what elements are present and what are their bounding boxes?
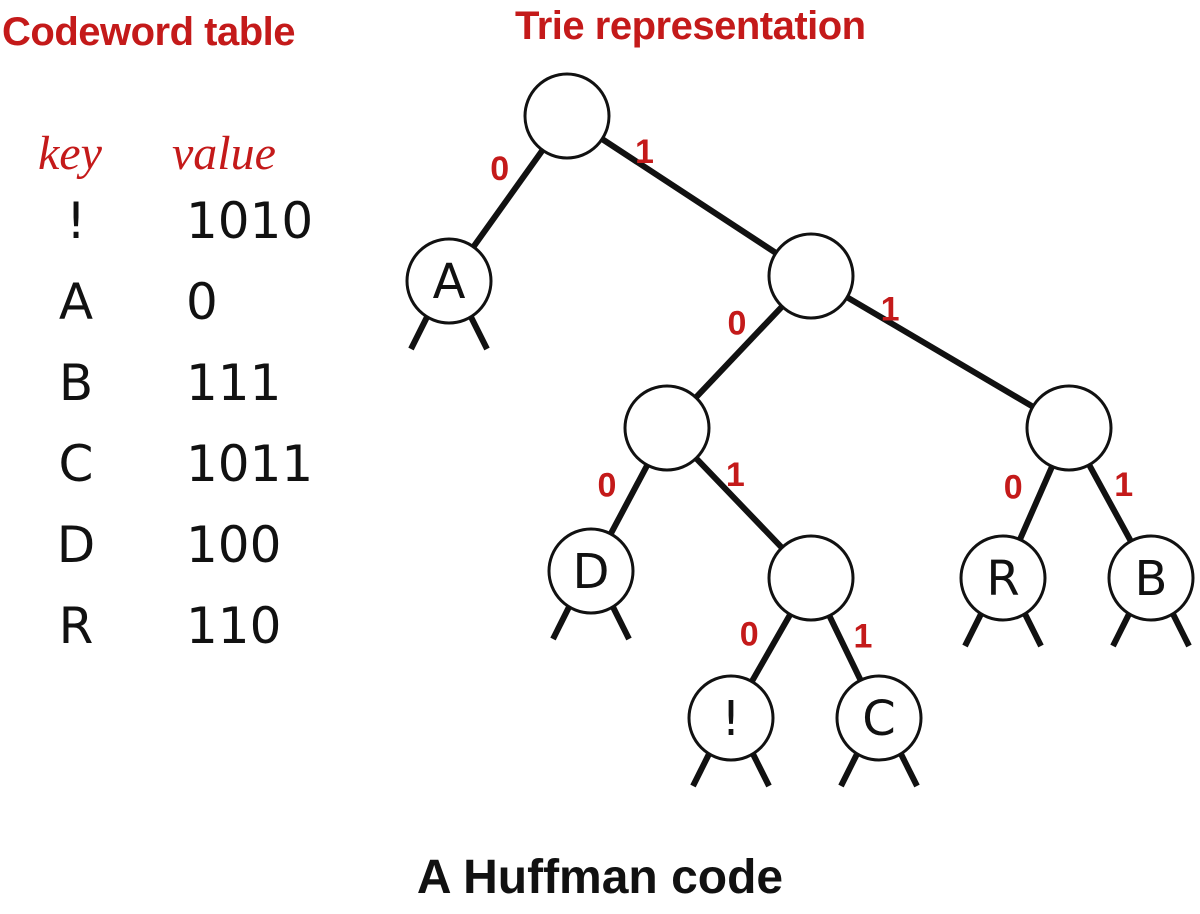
table-value-cell: 0 <box>186 273 218 331</box>
edge-bit-label: 0 <box>728 304 747 342</box>
trie-edge <box>692 454 786 552</box>
trie-node-label: D <box>573 544 610 600</box>
table-key-cell: D <box>56 516 96 574</box>
null-link-stub <box>468 315 490 351</box>
table-key-cell: B <box>58 354 94 412</box>
edge-bit-label: 1 <box>854 618 873 656</box>
trie-node-label: R <box>986 551 1019 607</box>
null-link-stub <box>610 605 632 641</box>
trie-edge <box>748 611 794 685</box>
trie-node-label: ! <box>721 691 740 747</box>
trie-node-label: C <box>862 691 896 747</box>
trie-edge <box>607 461 651 538</box>
edge-bit-label: 0 <box>1004 469 1023 507</box>
trie-title: Trie representation <box>515 4 866 48</box>
null-link-stub <box>1110 612 1132 648</box>
table-key-cell: C <box>58 435 94 493</box>
key-column-header: key <box>38 127 102 180</box>
trie-internal-node <box>623 384 711 472</box>
trie-edge <box>843 293 1037 411</box>
table-value-cell: 111 <box>186 354 282 412</box>
trie-internal-node <box>523 72 611 160</box>
edge-bit-label: 1 <box>881 290 900 328</box>
edge-bit-label: 0 <box>598 467 617 505</box>
trie-leaf-node <box>405 237 493 325</box>
null-link-stub <box>1022 612 1044 648</box>
table-value-cell: 1011 <box>186 435 314 493</box>
table-value-cell: 100 <box>186 516 282 574</box>
trie-edge <box>692 302 786 402</box>
table-key-cell: ! <box>65 192 87 250</box>
trie-edge <box>598 135 780 257</box>
table-key-cell: A <box>58 273 94 331</box>
trie-edge <box>1016 463 1056 543</box>
figure-caption: A Huffman code <box>416 851 784 904</box>
null-link-stub <box>690 752 712 788</box>
null-link-stub <box>962 612 984 648</box>
trie-leaf-node <box>959 534 1047 622</box>
edge-bit-label: 0 <box>740 616 759 654</box>
trie-node-label: B <box>1135 551 1168 607</box>
null-link-stub <box>408 315 430 351</box>
null-link-stub <box>1170 612 1192 648</box>
trie-internal-node <box>767 232 855 320</box>
table-value-cell: 1010 <box>186 192 314 250</box>
trie-leaf-node <box>687 674 775 762</box>
trie-node-label: A <box>433 254 466 310</box>
edge-bit-label: 1 <box>635 133 654 171</box>
trie-internal-node <box>1025 384 1113 472</box>
trie-edge <box>1085 461 1135 545</box>
edge-bit-label: 1 <box>1114 466 1133 504</box>
table-key-cell: R <box>58 597 94 655</box>
trie-leaf-node <box>835 674 923 762</box>
trie-leaf-node <box>1107 534 1195 622</box>
trie-edge <box>825 612 865 684</box>
null-link-stub <box>750 752 772 788</box>
codeword-table-title: Codeword table <box>2 10 296 54</box>
null-link-stub <box>550 605 572 641</box>
trie-edge <box>469 146 547 251</box>
trie-internal-node <box>767 534 855 622</box>
null-link-stub <box>838 752 860 788</box>
edge-bit-label: 1 <box>726 456 745 494</box>
null-link-stub <box>898 752 920 788</box>
table-value-cell: 110 <box>186 597 282 655</box>
value-column-header: value <box>172 127 276 180</box>
edge-bit-label: 0 <box>490 150 509 188</box>
trie-leaf-node <box>547 527 635 615</box>
